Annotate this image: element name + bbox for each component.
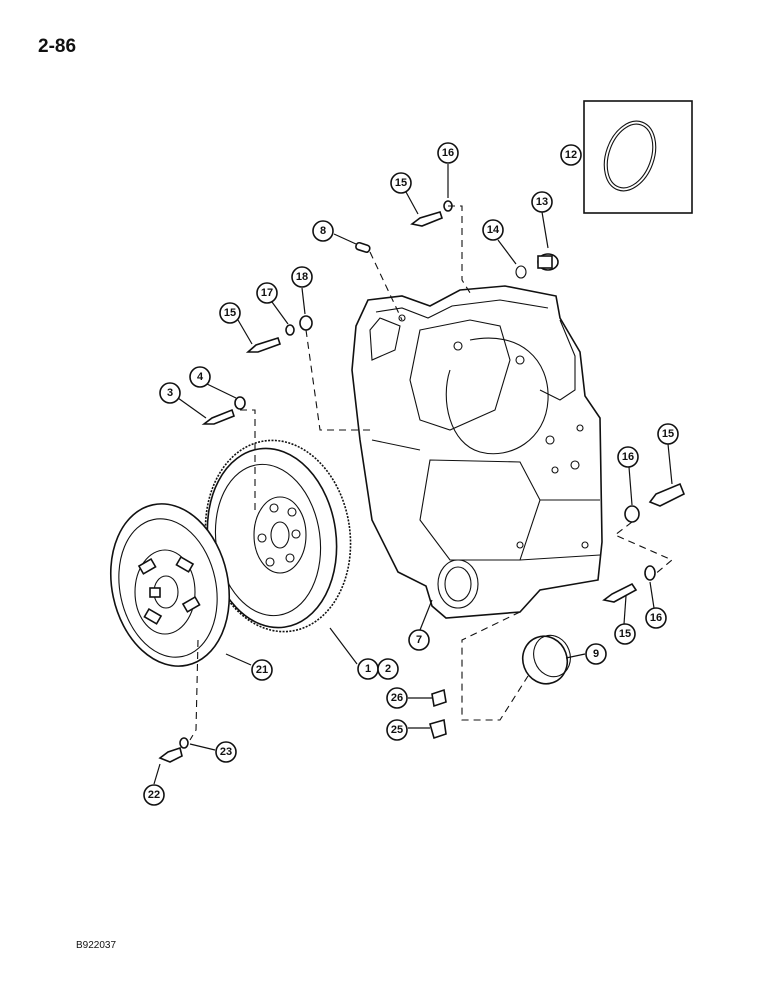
svg-text:15: 15 [395,177,407,189]
flywheel-housing [351,285,603,619]
callout-15-right: 15 [657,423,679,445]
svg-text:26: 26 [391,692,403,704]
svg-text:8: 8 [320,225,326,237]
svg-text:18: 18 [296,271,308,283]
callout-16-bottom: 16 [645,607,667,629]
svg-text:7: 7 [416,634,422,646]
svg-text:4: 4 [197,371,204,383]
callout-21: 21 [251,659,273,681]
callout-15-top: 15 [390,172,412,194]
callout-23: 23 [215,741,237,763]
svg-text:15: 15 [224,307,236,319]
hardware [158,200,686,763]
svg-text:12: 12 [565,149,577,161]
callout-26: 26 [386,687,408,709]
svg-text:2: 2 [385,663,391,675]
callout-25: 25 [386,719,408,741]
callout-13: 13 [531,191,553,213]
svg-text:9: 9 [593,648,599,660]
svg-text:13: 13 [536,196,548,208]
callout-18: 18 [291,266,313,288]
callout-15-left: 15 [219,302,241,324]
svg-text:25: 25 [391,724,403,736]
callout-9: 9 [585,643,607,665]
svg-text:22: 22 [148,789,160,801]
callout-12: 12 [560,144,582,166]
alignment-lines [189,205,674,741]
svg-text:15: 15 [619,628,631,640]
svg-text:14: 14 [487,224,500,236]
callout-1: 1 [357,658,379,680]
svg-text:16: 16 [442,147,454,159]
figure-code: B922037 [76,940,117,951]
callout-22: 22 [143,784,165,806]
svg-text:16: 16 [622,451,634,463]
callout-16-top: 16 [437,142,459,164]
callout-14: 14 [482,219,504,241]
callout-4: 4 [189,366,211,388]
svg-text:1: 1 [365,663,371,675]
clutch-disc [109,503,231,667]
svg-text:15: 15 [662,428,674,440]
callout-8: 8 [312,220,334,242]
svg-text:21: 21 [256,664,268,676]
svg-text:17: 17 [261,287,273,299]
svg-text:3: 3 [167,387,173,399]
svg-text:23: 23 [220,746,232,758]
callout-15-bottom: 15 [614,623,636,645]
inset-box [583,100,693,214]
svg-text:16: 16 [650,612,662,624]
callout-2: 2 [377,658,399,680]
callout-3: 3 [159,382,181,404]
page-number: 2-86 [38,36,77,57]
callout-16-right: 16 [617,446,639,468]
leader-lines [153,164,673,785]
callout-17: 17 [256,282,278,304]
callout-7: 7 [408,629,430,651]
